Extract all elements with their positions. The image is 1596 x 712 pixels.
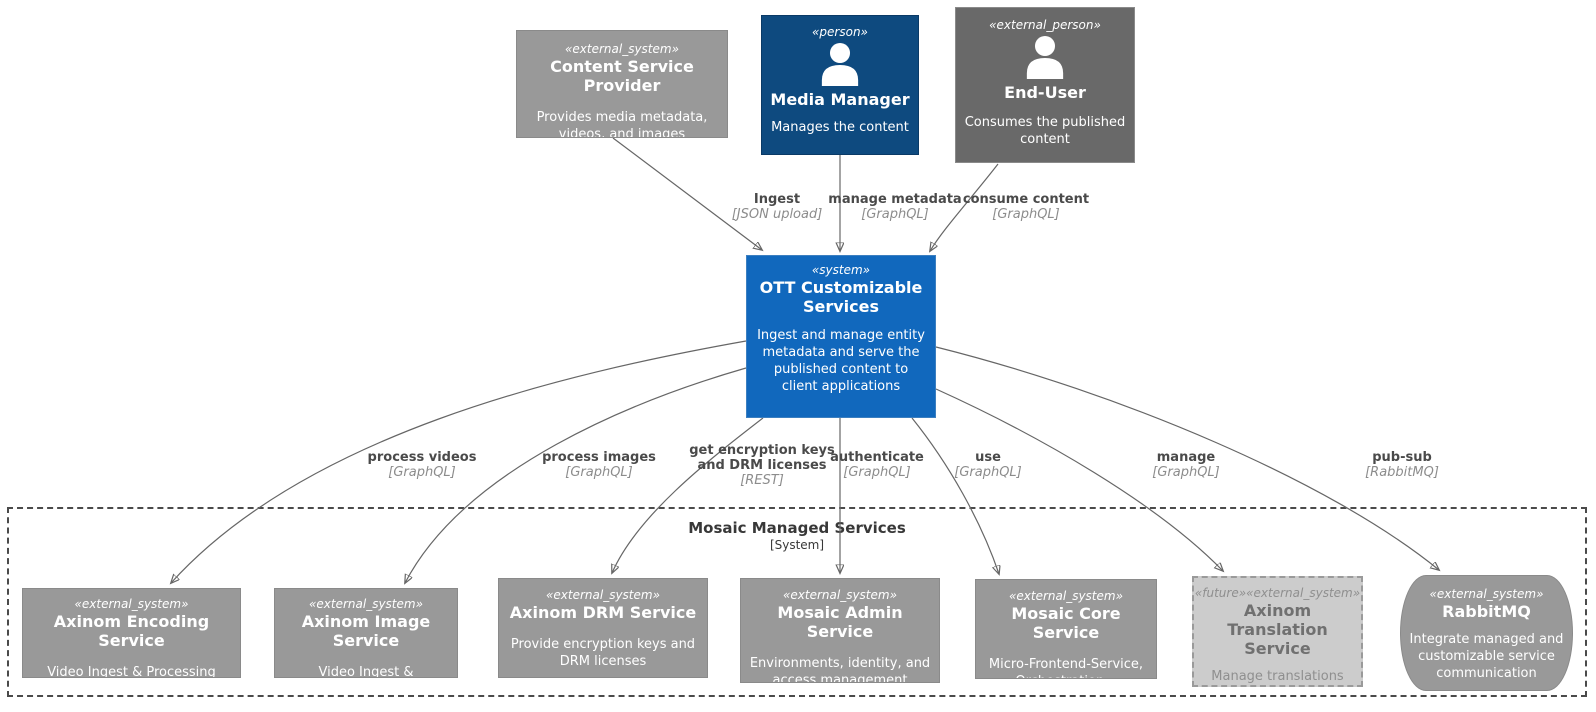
edge-label-text: process images (542, 450, 656, 465)
connector-get-keys (612, 417, 764, 573)
edge-label-text: process videos (367, 450, 477, 465)
connector-manage (935, 388, 1223, 571)
connector-process-videos (171, 340, 747, 583)
edge-label-manage-metadata: manage metadata [GraphQL] (828, 192, 961, 222)
node-title: RabbitMQ (1442, 602, 1531, 621)
stereotype: «future»«external_system» (1194, 586, 1361, 600)
node-title: End-User (1004, 83, 1086, 102)
node-title: Content Service Provider (550, 57, 694, 95)
person-icon (1026, 36, 1064, 79)
connector-consume-content (930, 163, 999, 251)
stereotype: «system» (811, 263, 871, 277)
stereotype: «external_system» (1009, 589, 1123, 603)
edge-label-use: use [GraphQL] (954, 450, 1022, 480)
edge-label-text: use (975, 450, 1001, 465)
edge-label-process-videos: process videos [GraphQL] (368, 450, 477, 480)
edge-label-manage: manage [GraphQL] (1152, 450, 1220, 480)
node-description: Manages the content (771, 120, 909, 135)
node-axinom-image-service: «external_system» Axinom Image Service V… (274, 588, 458, 678)
stereotype: «external_system» (783, 588, 897, 602)
node-title: Mosaic Admin Service (777, 603, 903, 641)
node-description: Provides media metadata, videos, and ima… (536, 110, 708, 138)
node-content-service-provider: «external_system» Content Service Provid… (516, 30, 728, 138)
edge-label-text: Ingest (753, 192, 801, 207)
node-description: Video Ingest & Processing (47, 665, 216, 678)
boundary-subtitle: [System] (769, 538, 825, 552)
node-title: Axinom Translation Service (1227, 601, 1328, 658)
node-title: OTT Customizable Services (759, 278, 923, 316)
boundary-mosaic-managed-services: Mosaic Managed Services [System] (7, 507, 1587, 697)
node-description: Environments, identity, and access manag… (749, 656, 931, 683)
node-description: Consumes the published content (964, 115, 1126, 147)
edge-label-text: get encryption keys and DRM licenses (689, 443, 835, 473)
edge-tech-text: [GraphQL] (992, 207, 1060, 222)
stereotype: «person» (812, 25, 868, 39)
node-end-user: «external_person» End-User Consumes the … (955, 7, 1135, 163)
edge-tech-text: [REST] (740, 473, 784, 488)
connector-process-images (405, 367, 747, 583)
stereotype: «external_system» (309, 597, 423, 611)
edge-tech-text: [GraphQL] (954, 465, 1022, 480)
connector-ingest (612, 137, 762, 250)
stereotype: «external_system» (74, 597, 189, 611)
node-mosaic-admin-service: «external_system» Mosaic Admin Service E… (740, 578, 940, 683)
edge-label-get-keys: get encryption keys and DRM licenses [RE… (677, 443, 847, 488)
node-media-manager: «person» Media Manager Manages the conte… (761, 15, 919, 155)
node-description: Video Ingest & Processing (318, 665, 414, 678)
node-description: Micro-Frontend-Service, Orchestration... (988, 657, 1144, 678)
edge-label-authenticate: authenticate [GraphQL] (830, 450, 924, 480)
node-title: Media Manager (770, 90, 910, 109)
node-title: Axinom DRM Service (509, 603, 697, 622)
person-icon (821, 43, 859, 86)
edge-label-text: manage metadata (828, 192, 962, 207)
edge-label-text: consume content (962, 192, 1090, 207)
node-mosaic-core-service: «external_system» Mosaic Core Service Mi… (975, 579, 1157, 679)
stereotype: «external_system» (1429, 587, 1544, 601)
connector-use (911, 417, 999, 574)
edge-tech-text: [RabbitMQ] (1365, 465, 1439, 480)
edge-label-consume-content: consume content [GraphQL] (963, 192, 1089, 222)
edge-tech-text: [GraphQL] (861, 207, 929, 222)
node-rabbitmq: «external_system» RabbitMQ Integrate man… (1400, 575, 1573, 691)
edge-tech-text: [JSON upload] (731, 207, 823, 222)
boundary-title: Mosaic Managed Services (688, 519, 906, 537)
node-description: Ingest and manage entity metadata and se… (757, 328, 925, 394)
edge-label-text: pub-sub (1372, 450, 1432, 465)
stereotype: «external_system» (565, 42, 679, 56)
edge-label-pub-sub: pub-sub [RabbitMQ] (1365, 450, 1439, 480)
node-description: Provide encryption keys and DRM licenses (510, 637, 696, 669)
node-title: Axinom Encoding Service (53, 612, 210, 650)
edge-tech-text: [GraphQL] (565, 465, 633, 480)
node-title: Mosaic Core Service (1011, 604, 1121, 642)
stereotype: «external_system» (546, 588, 660, 602)
edge-label-text: manage (1156, 450, 1216, 465)
edge-label-ingest: Ingest [JSON upload] (732, 192, 823, 222)
node-description: Manage translations (1211, 669, 1344, 684)
connector-pub-sub (935, 346, 1439, 570)
node-axinom-drm-service: «external_system» Axinom DRM Service Pro… (498, 578, 708, 678)
node-title: Axinom Image Service (301, 612, 431, 650)
edge-tech-text: [GraphQL] (1152, 465, 1220, 480)
stereotype: «external_person» (989, 18, 1101, 32)
edge-label-text: authenticate (830, 450, 924, 465)
node-axinom-encoding-service: «external_system» Axinom Encoding Servic… (22, 588, 241, 678)
edge-tech-text: [GraphQL] (843, 465, 911, 480)
edge-tech-text: [GraphQL] (388, 465, 456, 480)
node-ott-customizable-services: «system» OTT Customizable Services Inges… (746, 255, 936, 418)
node-description: Integrate managed and customizable servi… (1409, 632, 1564, 681)
edge-label-process-images: process images [GraphQL] (542, 450, 656, 480)
node-axinom-translation-service: «future»«external_system» Axinom Transla… (1192, 576, 1363, 687)
